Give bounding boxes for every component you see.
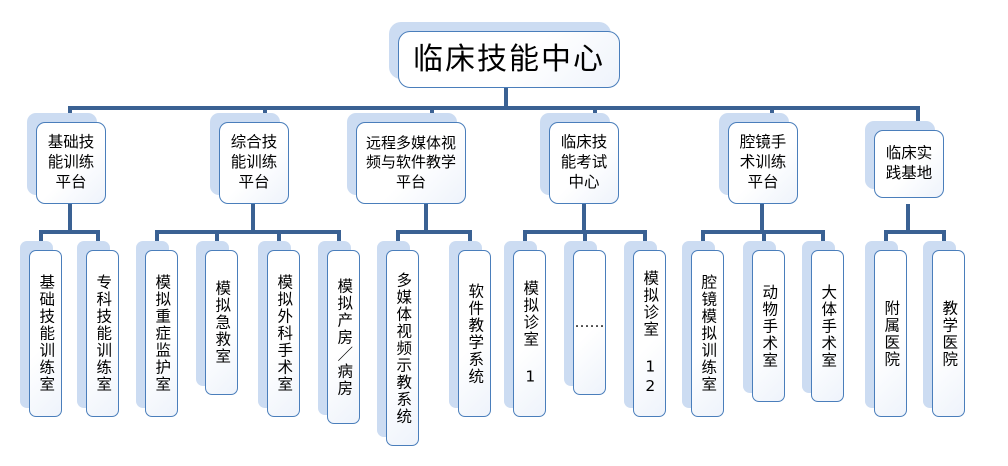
connector-drop-l13	[762, 230, 766, 250]
node-l12-label: 腔镜模拟训练室	[691, 250, 724, 417]
node-l09[interactable]: 模拟诊室 1	[504, 241, 546, 417]
node-l04[interactable]: 模拟急救室	[196, 241, 238, 395]
node-l01-label: 基础技能训练室	[29, 250, 62, 417]
node-l03[interactable]: 模拟重症监护室	[136, 241, 178, 417]
connector-subbus-p2	[155, 230, 341, 234]
connector-drop-l16	[942, 230, 946, 250]
node-l03-label: 模拟重症监护室	[145, 250, 178, 417]
node-l15-label: 附属医院	[874, 250, 907, 417]
node-p2[interactable]: 综合技能训练平台	[210, 113, 289, 204]
node-l13-label: 动物手术室	[752, 250, 785, 402]
node-l05-label: 模拟外科手术室	[267, 250, 300, 417]
connector-drop-l02	[96, 230, 100, 250]
connector-drop-l04	[215, 230, 219, 250]
node-p5[interactable]: 腔镜手术训练平台	[719, 113, 798, 204]
connector-subbus-p1	[39, 230, 100, 234]
node-p6[interactable]: 临床实践基地	[865, 121, 944, 198]
node-l08-label: 软件教学系统	[458, 250, 491, 417]
node-l04-label: 模拟急救室	[205, 250, 238, 395]
connector-subbus-p3	[396, 230, 472, 234]
connector-stem-p4	[582, 204, 586, 232]
connector-drop-l07	[396, 230, 400, 250]
node-p1-label: 基础技能训练平台	[36, 122, 106, 204]
connector-drop-l09	[523, 230, 527, 250]
connector-stem-p3	[424, 204, 428, 232]
node-l10-label: ……	[573, 250, 606, 395]
connector-root-stem	[504, 86, 508, 108]
node-l02-label: 专科技能训练室	[86, 250, 119, 417]
connector-stem-p1	[68, 204, 72, 232]
connector-drop-l05	[277, 230, 281, 250]
connector-drop-l15	[884, 230, 888, 250]
connector-drop-p6	[916, 106, 920, 123]
connector-main-bus	[68, 106, 920, 110]
node-l09-label: 模拟诊室 1	[513, 250, 546, 417]
connector-drop-l12	[701, 230, 705, 250]
node-p3-label: 远程多媒体视频与软件教学平台	[356, 122, 466, 204]
connector-stem-p2	[251, 204, 255, 232]
node-p5-label: 腔镜手术训练平台	[728, 122, 798, 204]
connector-drop-l08	[468, 230, 472, 250]
node-l11-label: 模拟诊室 12	[633, 250, 666, 417]
node-l12[interactable]: 腔镜模拟训练室	[682, 241, 724, 417]
node-p2-label: 综合技能训练平台	[219, 122, 289, 204]
connector-drop-l01	[39, 230, 43, 250]
node-l02[interactable]: 专科技能训练室	[77, 241, 119, 417]
connector-drop-l03	[155, 230, 159, 250]
connector-subbus-p6	[884, 230, 946, 234]
connector-drop-l11	[643, 230, 647, 250]
node-p6-label: 临床实践基地	[874, 130, 944, 198]
node-l05[interactable]: 模拟外科手术室	[258, 241, 300, 417]
node-l06[interactable]: 模拟产房／病房	[318, 241, 360, 424]
node-l14-label: 大体手术室	[811, 250, 844, 402]
node-p3[interactable]: 远程多媒体视频与软件教学平台	[347, 113, 466, 204]
node-l07-label: 多媒体视频示教系统	[386, 250, 419, 446]
connector-drop-l14	[821, 230, 825, 250]
node-root[interactable]: 临床技能中心	[389, 22, 620, 88]
node-l08[interactable]: 软件教学系统	[449, 241, 491, 417]
node-root-label: 临床技能中心	[398, 31, 620, 88]
node-l07[interactable]: 多媒体视频示教系统	[377, 241, 419, 446]
node-l01[interactable]: 基础技能训练室	[20, 241, 62, 417]
node-p4[interactable]: 临床技能考试中心	[540, 113, 619, 204]
node-p1[interactable]: 基础技能训练平台	[27, 113, 106, 204]
node-l11[interactable]: 模拟诊室 12	[624, 241, 666, 417]
node-p4-label: 临床技能考试中心	[549, 122, 619, 204]
node-l16-label: 教学医院	[932, 250, 965, 417]
connector-stem-p6	[906, 204, 910, 232]
connector-drop-l06	[337, 230, 341, 250]
node-l13[interactable]: 动物手术室	[743, 241, 785, 402]
node-l15[interactable]: 附属医院	[865, 241, 907, 417]
node-l10[interactable]: ……	[564, 241, 606, 395]
connector-stem-p5	[760, 204, 764, 232]
node-l16[interactable]: 教学医院	[923, 241, 965, 417]
node-l14[interactable]: 大体手术室	[802, 241, 844, 402]
connector-drop-l10	[583, 230, 587, 250]
node-l06-label: 模拟产房／病房	[327, 250, 360, 424]
